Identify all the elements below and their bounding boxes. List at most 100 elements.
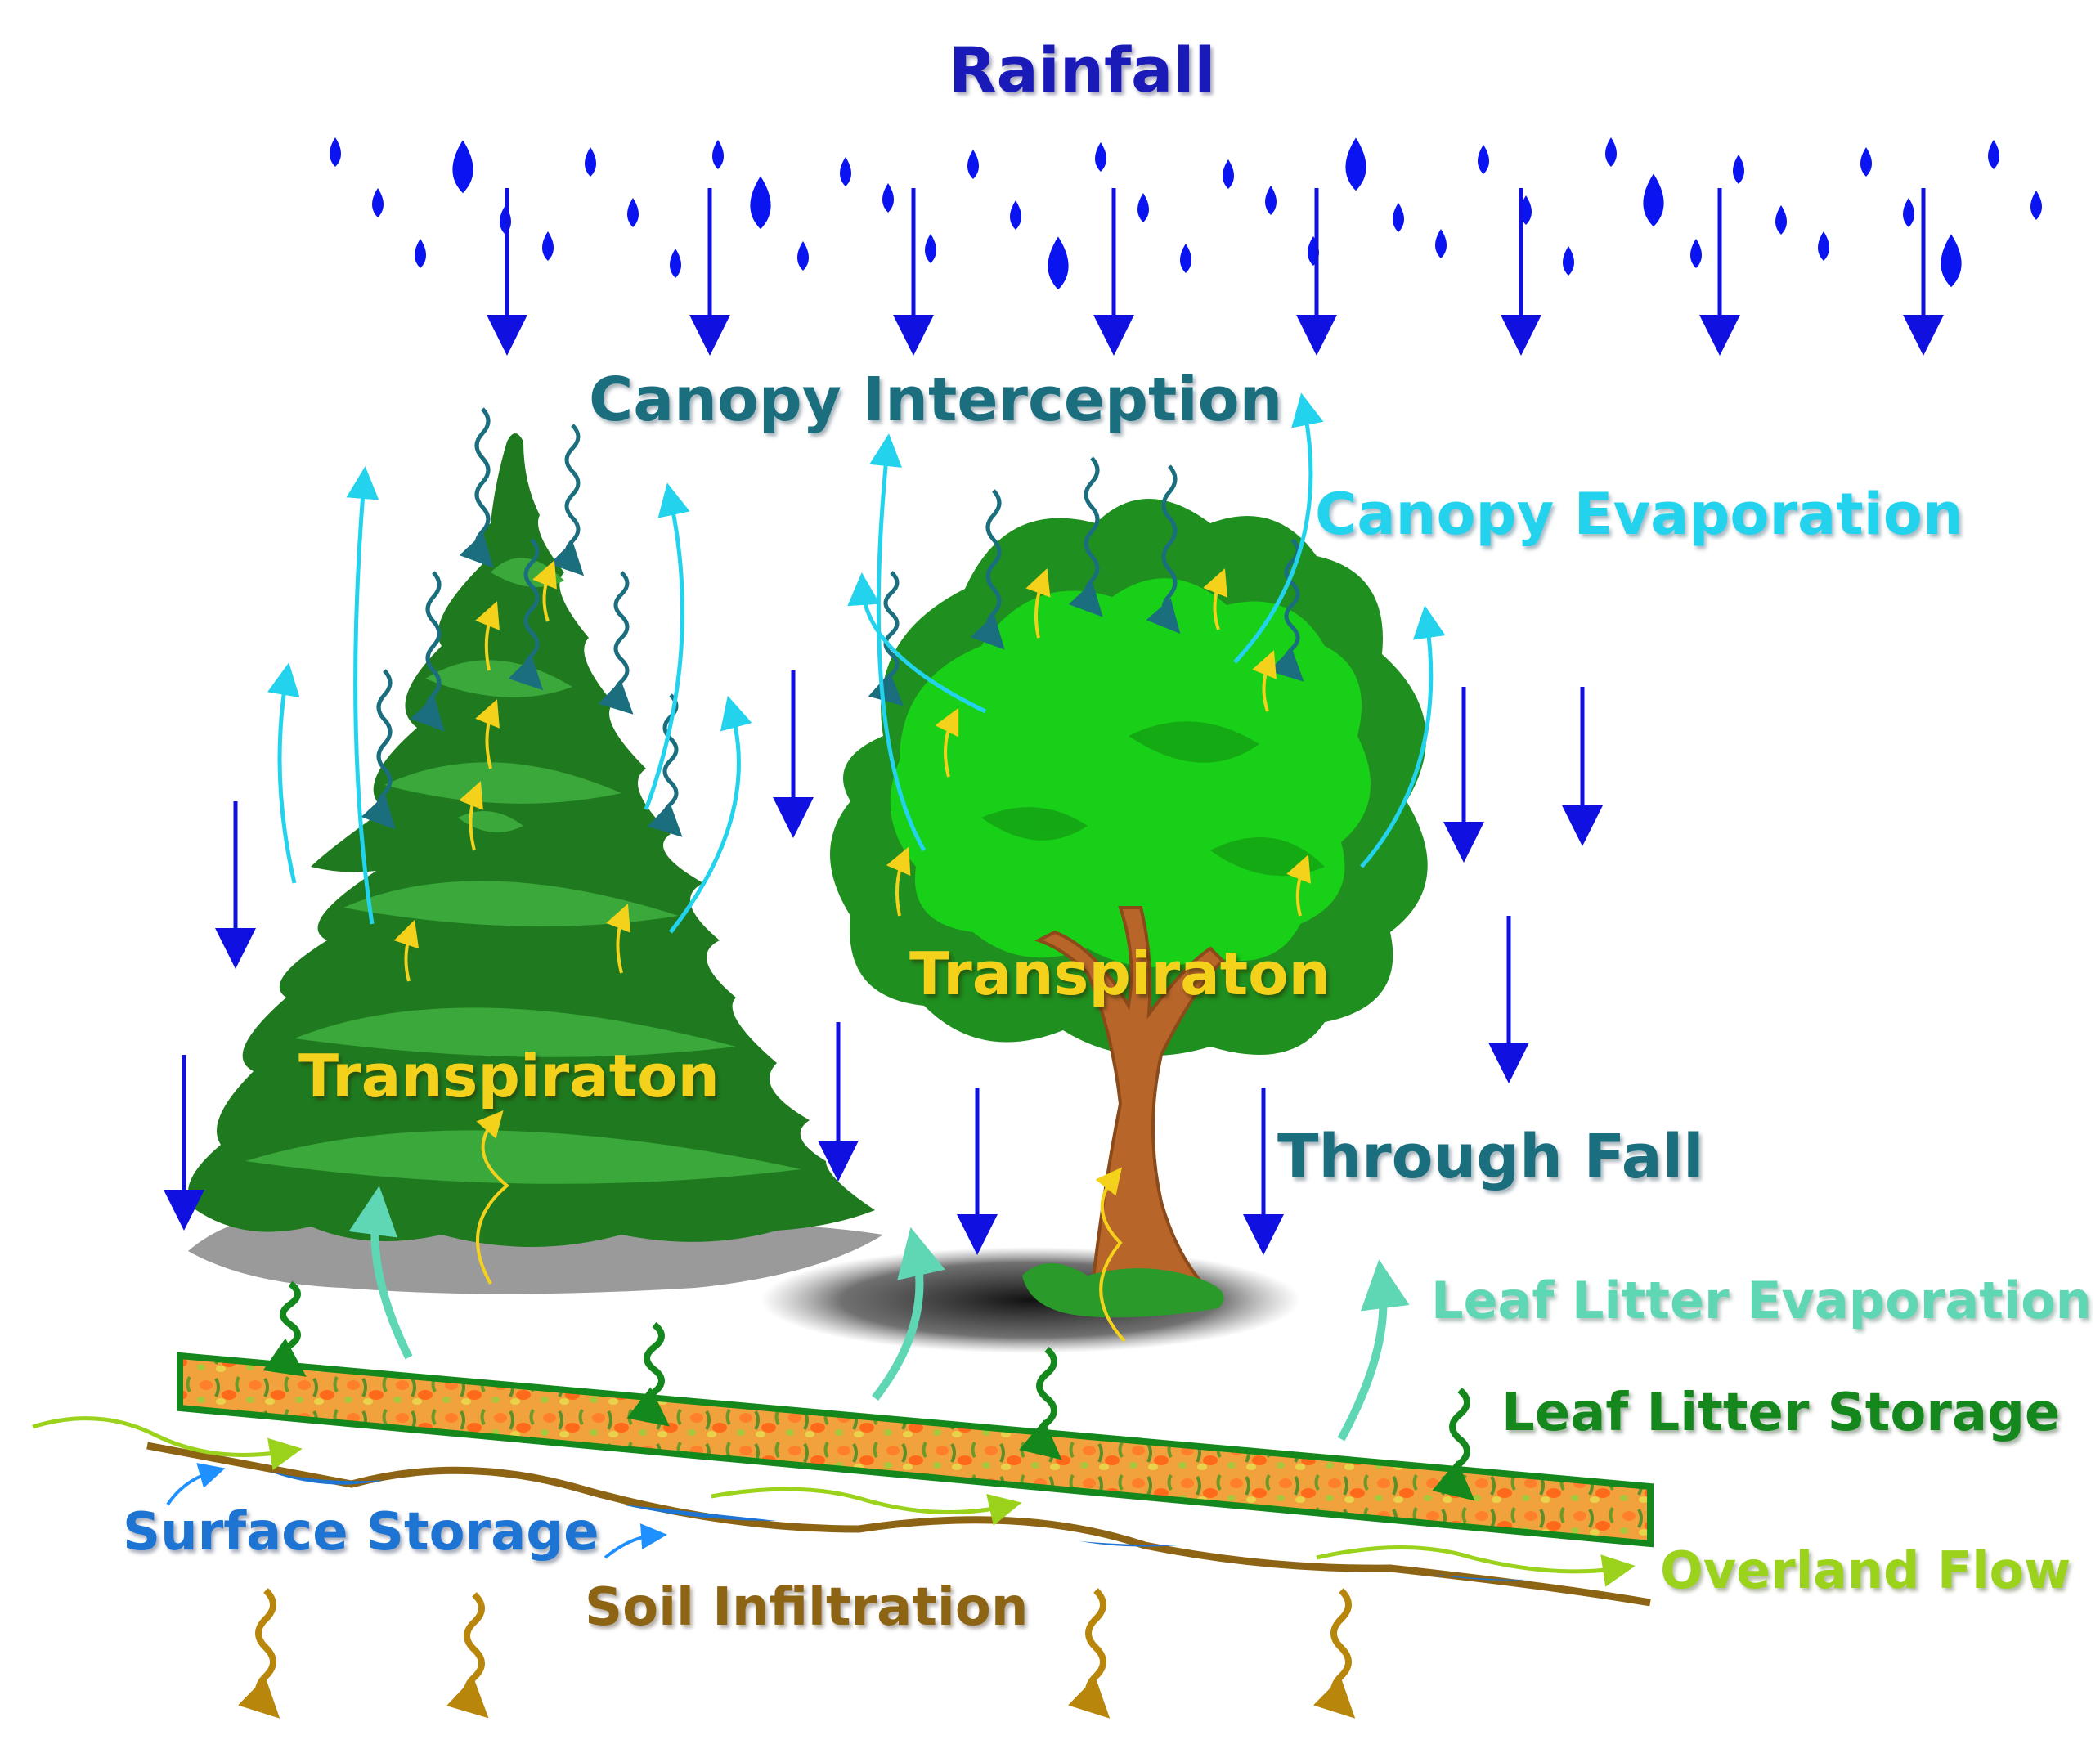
interception-arrow — [598, 571, 634, 715]
canopy-interception-label: Canopy Interception — [589, 365, 1283, 435]
raindrop — [1563, 246, 1574, 276]
overland-flow-arrow — [711, 1487, 1022, 1526]
evaporation-arrow — [644, 482, 690, 810]
infiltration-arrow — [1313, 1588, 1356, 1719]
rainfall-arrows — [487, 188, 1944, 356]
raindrop — [1733, 155, 1744, 184]
raindrop — [1223, 159, 1234, 189]
transpiration-arrow — [476, 1110, 510, 1285]
surface-storage-pointer — [166, 1463, 226, 1506]
broadleaf-tree — [830, 499, 1428, 1318]
raindrop — [1690, 239, 1702, 268]
raindrop — [1941, 234, 1962, 288]
raindrop — [1095, 142, 1106, 172]
raindrop — [1860, 147, 1872, 177]
transpiration-arrow — [1095, 1167, 1126, 1343]
raindrop — [750, 176, 771, 230]
raindrop — [2030, 191, 2042, 220]
transpiration-label-conifer: Transpiraton — [298, 1042, 720, 1110]
raindrop — [1903, 198, 1914, 227]
litter-storage-arrow — [1019, 1346, 1062, 1460]
raindrop — [967, 150, 979, 179]
evaporation-arrow — [669, 695, 752, 934]
litter-storage-arrow — [626, 1321, 671, 1427]
raindrop — [670, 249, 681, 278]
litter-evaporation-arrow — [872, 1227, 945, 1401]
canopy-evaporation-arrows — [267, 392, 1446, 934]
evaporation-arrow — [346, 466, 379, 925]
raindrop — [1643, 173, 1664, 227]
raindrop — [1010, 200, 1021, 230]
interception-arrow — [549, 424, 585, 576]
raindrop — [1478, 145, 1489, 174]
leaf-litter-storage-arrows — [262, 1280, 1475, 1501]
interception-arrow — [970, 489, 1005, 650]
raindrop — [542, 231, 554, 261]
transpiration-label-broadleaf: Transpiraton — [909, 940, 1330, 1008]
raindrop — [1605, 137, 1617, 167]
raindrop — [627, 198, 639, 227]
evaporation-arrow — [847, 572, 987, 714]
interception-arrow — [868, 571, 904, 706]
litter-storage-arrow — [1432, 1387, 1475, 1501]
transpiration-arrow — [1025, 567, 1051, 639]
transpiration-arrows — [393, 560, 1311, 1343]
raindrops — [330, 137, 2042, 290]
soil-surface — [146, 1442, 1651, 1607]
conifer-tree — [188, 433, 875, 1247]
transpiration-arrow — [606, 904, 630, 974]
raindrop — [1435, 229, 1447, 258]
infiltration-arrow — [1068, 1588, 1111, 1719]
overland-flow-label: Overland Flow — [1660, 1540, 2071, 1600]
raindrop — [925, 234, 936, 263]
raindrop — [372, 188, 384, 218]
interception-arrow — [459, 407, 494, 568]
interception-arrow — [1068, 456, 1103, 617]
soil-infiltration-arrows — [238, 1588, 1356, 1719]
raindrop — [585, 147, 596, 177]
transpiration-arrow — [886, 846, 911, 917]
canopy-evaporation-label: Canopy Evaporation — [1315, 481, 1963, 548]
evaporation-arrow — [1233, 392, 1324, 664]
raindrop — [1180, 244, 1191, 273]
raindrop — [840, 157, 851, 186]
raindrop — [452, 140, 473, 194]
litter-evaporation-arrow — [348, 1186, 413, 1360]
interception-arrow — [1268, 538, 1304, 682]
surface-storage-pointer — [604, 1523, 667, 1559]
interception-arrow — [410, 571, 445, 732]
overland-flow-arrows — [32, 1416, 1636, 1587]
evaporation-arrow — [869, 433, 927, 852]
transpiration-arrow — [935, 707, 959, 778]
evaporation-arrow — [267, 662, 300, 884]
transpiration-arrow — [459, 781, 483, 851]
litter-evaporation-arrow — [1337, 1259, 1410, 1442]
raindrop — [1138, 193, 1149, 222]
through-fall-label: Through Fall — [1277, 1122, 1704, 1192]
transpiration-arrow — [475, 601, 500, 671]
rainfall-label: Rainfall — [949, 34, 1216, 106]
infiltration-arrow — [446, 1592, 489, 1719]
raindrop — [1048, 236, 1069, 290]
evaporation-arrow — [1360, 605, 1446, 868]
interception-arrow — [508, 538, 544, 691]
transpiration-arrow — [475, 699, 500, 769]
raindrop — [1345, 137, 1366, 191]
raindrop — [797, 241, 809, 271]
raindrop — [1265, 186, 1277, 215]
raindrop — [330, 137, 341, 167]
transpiration-arrow — [1203, 568, 1227, 630]
leaf-litter-evaporation-label: Leaf Litter Evaporation — [1431, 1271, 2092, 1330]
raindrop — [1818, 231, 1829, 261]
raindrop — [415, 239, 426, 268]
raindrop — [1393, 203, 1404, 232]
interception-arrow — [1146, 464, 1181, 634]
surface-storage-arrows — [166, 1463, 667, 1559]
soil-infiltration-label: Soil Infiltration — [585, 1577, 1029, 1638]
overland-flow-arrow — [1316, 1545, 1636, 1587]
infiltration-arrow — [238, 1588, 280, 1719]
transpiration-arrow — [1252, 650, 1277, 712]
transpiration-arrow — [1286, 854, 1311, 917]
